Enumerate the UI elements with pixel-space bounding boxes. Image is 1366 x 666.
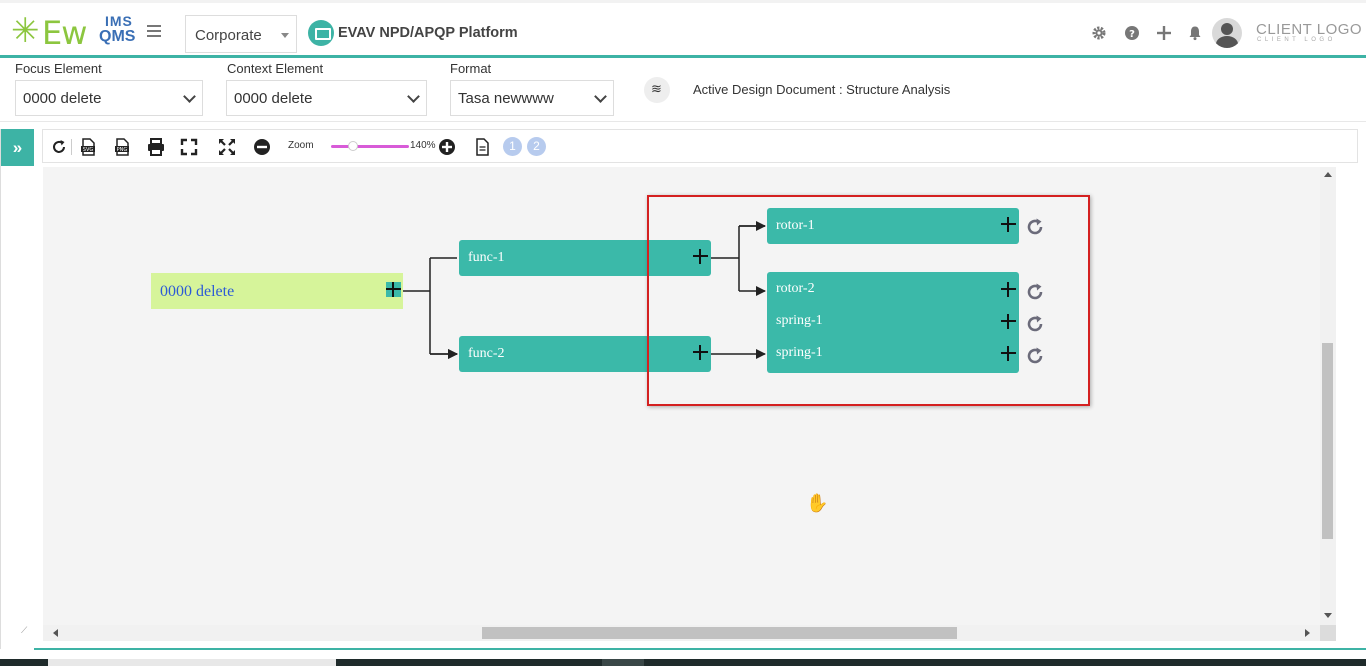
toolbar-divider (71, 139, 72, 155)
expand-plus-icon[interactable] (1001, 217, 1016, 232)
logo-ims-text: IMS (105, 13, 133, 29)
fit-screen-icon[interactable] (179, 137, 199, 157)
expand-plus-icon[interactable] (1001, 346, 1016, 361)
active-design-document: Active Design Document : Structure Analy… (693, 82, 951, 97)
svg-text:?: ? (1129, 29, 1135, 40)
context-element-select[interactable]: 0000 delete (226, 80, 427, 116)
export-svg-icon[interactable]: SVG (78, 137, 98, 157)
child-node-rotor-1[interactable]: rotor-1 (767, 208, 1019, 244)
zoom-out-icon[interactable] (252, 137, 272, 157)
focus-node[interactable]: 0000 delete (151, 273, 403, 309)
context-element-label: Context Element (227, 61, 324, 76)
expand-plus-icon[interactable] (693, 345, 708, 360)
context-element-value: 0000 delete (234, 90, 313, 107)
expand-plus-icon[interactable] (1001, 282, 1016, 297)
plus-icon[interactable] (1155, 25, 1173, 45)
zoom-in-icon[interactable] (437, 137, 457, 157)
scroll-up-icon[interactable] (1324, 172, 1332, 177)
child-node-stack[interactable]: rotor-2 spring-1 spring-1 (767, 272, 1019, 373)
horizontal-scroll-thumb[interactable] (482, 627, 957, 639)
svg-text:PNG: PNG (117, 147, 128, 153)
connector-lines (402, 221, 1335, 625)
help-icon[interactable]: ? (1123, 25, 1141, 45)
diagram-toolbar: SVG PNG Zoom 140% 1 2 (42, 129, 1358, 163)
client-logo-subtext: CLIENT LOGO (1257, 37, 1336, 43)
taskbar (0, 659, 1366, 666)
monitor-icon (308, 20, 334, 46)
focus-node-label: 0000 delete (160, 283, 235, 300)
focus-element-label: Focus Element (15, 61, 102, 76)
format-label: Format (450, 61, 492, 76)
refresh-icon[interactable] (1025, 314, 1045, 334)
sidebar-toggle-button[interactable]: » (1, 129, 34, 166)
chevron-down-icon (183, 90, 196, 103)
chevron-down-icon (407, 90, 420, 103)
svg-text:SVG: SVG (83, 147, 94, 153)
refresh-icon[interactable] (1025, 346, 1045, 366)
caret-down-icon (281, 33, 289, 38)
organization-select[interactable]: Corporate (185, 15, 297, 53)
format-value: Tasa newwww (458, 90, 554, 107)
export-png-icon[interactable]: PNG (112, 137, 132, 157)
print-icon[interactable] (146, 137, 166, 157)
zoom-label: Zoom (288, 140, 314, 151)
vertical-scroll-thumb[interactable] (1322, 343, 1333, 539)
focus-element-select[interactable]: 0000 delete (15, 80, 203, 116)
expand-plus-icon[interactable] (386, 282, 401, 297)
child-node-label: rotor-1 (776, 218, 815, 233)
taskbar-item[interactable] (48, 659, 336, 666)
client-logo: CLIENT LOGO (1256, 21, 1363, 38)
filter-bar: Focus Element 0000 delete Context Elemen… (0, 58, 1366, 122)
bell-icon[interactable] (1186, 25, 1204, 45)
refresh-icon[interactable] (1025, 282, 1045, 302)
organization-select-value: Corporate (195, 27, 262, 44)
sidebar-border (0, 129, 1, 649)
format-select[interactable]: Tasa newwww (450, 80, 614, 116)
zoom-slider-track[interactable] (331, 145, 409, 148)
document-icon[interactable] (472, 137, 492, 157)
function-node-label: func-2 (468, 346, 505, 361)
page-2-button[interactable]: 2 (527, 137, 546, 156)
focus-element-value: 0000 delete (23, 90, 102, 107)
diagram-canvas[interactable]: 0000 delete func-1 func-2 rotor-1 rotor-… (43, 167, 1335, 625)
gear-icon[interactable] (1090, 25, 1108, 45)
menu-icon[interactable] (147, 25, 161, 37)
footer-divider (34, 648, 1366, 650)
function-node-1[interactable]: func-1 (459, 240, 711, 276)
function-node-2[interactable]: func-2 (459, 336, 711, 372)
app-logo[interactable]: ✳ Ew IMS QMS (11, 12, 135, 52)
refresh-icon[interactable] (1025, 217, 1045, 237)
expand-icon[interactable] (217, 137, 237, 157)
logo-qms-text: QMS (99, 28, 136, 45)
refresh-icon[interactable] (49, 137, 69, 157)
child-node-label[interactable]: rotor-2 (776, 281, 815, 296)
taskbar-item[interactable] (602, 659, 644, 666)
scroll-down-icon[interactable] (1324, 613, 1332, 618)
zoom-value: 140% (410, 140, 436, 151)
page-1-button[interactable]: 1 (503, 137, 522, 156)
zoom-slider-thumb[interactable] (348, 141, 358, 151)
expand-plus-icon[interactable] (693, 249, 708, 264)
expand-plus-icon[interactable] (1001, 314, 1016, 329)
layers-button[interactable] (644, 77, 670, 103)
top-bar: ✳ Ew IMS QMS Corporate EVAV NPD/APQP Pla… (0, 0, 1366, 58)
highlight-box (647, 195, 1090, 406)
horizontal-scrollbar[interactable] (43, 625, 1320, 641)
platform-title: EVAV NPD/APQP Platform (338, 25, 518, 41)
logo-ew-text: Ew (42, 14, 87, 52)
vertical-scrollbar[interactable] (1320, 167, 1336, 625)
avatar[interactable] (1212, 18, 1242, 48)
child-node-label[interactable]: spring-1 (776, 345, 823, 360)
scrollbar-corner (1320, 625, 1336, 641)
function-node-label: func-1 (468, 250, 505, 265)
scroll-right-icon[interactable] (1305, 629, 1310, 637)
scroll-left-icon[interactable] (53, 629, 58, 637)
resize-handle-icon[interactable]: ⟋ (21, 625, 28, 635)
hand-cursor-icon: ✋ (806, 493, 829, 513)
logo-star-icon: ✳ (11, 12, 40, 50)
child-node-label[interactable]: spring-1 (776, 313, 823, 328)
chevron-down-icon (594, 90, 607, 103)
